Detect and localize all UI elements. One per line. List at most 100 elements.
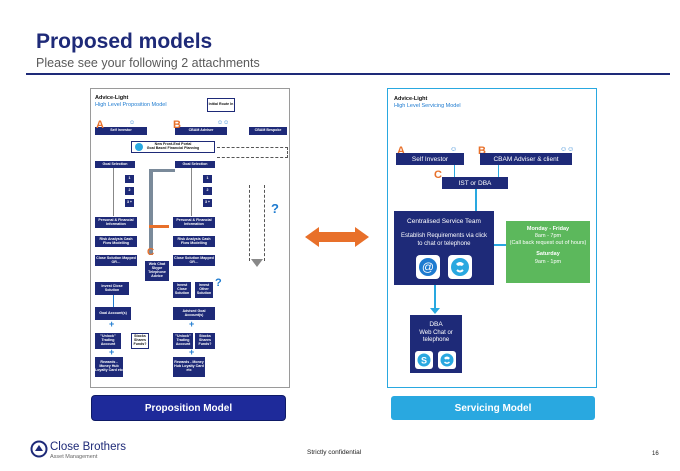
bespoke-dashed-arrow <box>249 185 265 261</box>
web-chat-advice-box: Web Chat Skype Telephone Advice <box>145 261 169 281</box>
proposition-subtitle: High Level Proposition Model <box>95 102 167 108</box>
dba-description: Web Chat or telephone <box>419 330 453 344</box>
goal-3-right: 3 + <box>203 199 212 207</box>
rewards-left: Rewards - Money Hub Loyalty Card etc <box>95 357 123 377</box>
portal-icon <box>135 143 143 151</box>
plus-sign: + <box>189 347 195 357</box>
opening-hours-box: Monday - Friday 8am - 7pm (Call back req… <box>506 221 590 283</box>
question-mark-2: ? <box>215 277 222 289</box>
goal-2-left: 2 <box>125 187 134 195</box>
person-icon: ☺ <box>450 146 458 153</box>
phone-icon <box>438 351 456 369</box>
advised-goal-accounts-box: Advised Goal Account(s) <box>173 307 215 320</box>
ist-dba-box: IST or DBA <box>442 177 508 189</box>
hours-weekday: Monday - Friday <box>526 226 570 232</box>
dba-box: DBA Web Chat or telephone S <box>410 315 462 373</box>
cross-flow-line <box>149 225 169 228</box>
letter-c-marker: C <box>434 169 442 181</box>
cbam-adviser-box: CBAM Adviser <box>175 127 227 135</box>
dashed-arrow-head <box>251 259 263 267</box>
hours-saturday: Saturday <box>536 251 560 258</box>
invest-other-box: Invest Other Solution <box>195 282 213 298</box>
letter-a-marker: A <box>397 145 405 157</box>
self-investor-box: Self Investor <box>95 127 147 135</box>
cross-flow-line <box>149 169 175 172</box>
skype-icon: S <box>415 351 433 369</box>
centralised-service-team-box: Centralised Service Team Establish Requi… <box>394 211 494 285</box>
letter-a-marker: A <box>96 119 104 131</box>
risk-analysis-left: Risk Analysis Cash Flow Modelling <box>95 236 137 247</box>
goal-2-right: 2 <box>203 187 212 195</box>
servicing-subtitle: High Level Servicing Model <box>394 103 461 109</box>
unlock-trading-left: "Unlock" Trading Account <box>95 333 121 349</box>
page-title: Proposed models <box>36 30 213 53</box>
cross-flow-line <box>149 169 153 255</box>
connector-line <box>454 165 455 177</box>
arrow-head <box>430 308 440 314</box>
plus-sign: + <box>109 319 115 329</box>
cbam-adviser-client-box: CBAM Adviser & client <box>480 153 572 165</box>
bespoke-dashed-route <box>217 147 288 158</box>
connector-line <box>191 168 192 216</box>
hours-note: (Call back request out of hours) <box>509 240 587 247</box>
proposition-model-button[interactable]: Proposition Model <box>92 396 285 420</box>
unlock-trading-right: "Unlock" Trading Account <box>173 333 193 349</box>
header-divider <box>26 73 670 75</box>
letter-b-marker: B <box>478 145 486 157</box>
close-brothers-logo-icon <box>30 440 48 458</box>
confidential-notice: Strictly confidential <box>307 449 362 456</box>
connector-line <box>113 168 114 216</box>
connector-line <box>113 295 114 307</box>
connector-line <box>434 285 436 309</box>
hours-weekday-time: 8am - 7pm <box>534 233 562 240</box>
servicing-title: Advice-Light <box>394 96 428 102</box>
hours-saturday-time: 9am - 1pm <box>534 258 562 265</box>
svg-text:@: @ <box>422 260 434 274</box>
plus-sign: + <box>189 319 195 329</box>
goal-3-left: 3 + <box>125 199 134 207</box>
proposition-title: Advice-Light <box>95 95 129 101</box>
phone-icon <box>448 255 472 279</box>
servicing-model-button[interactable]: Servicing Model <box>391 396 595 420</box>
close-solution-right: Close Solution Mapped OR… <box>173 255 215 266</box>
cbam-bespoke-box: CBAM Bespoke <box>249 127 287 135</box>
bidirectional-arrow-icon <box>305 227 369 247</box>
letter-b-marker: B <box>173 119 181 131</box>
goal-selection-right: Goal Selection <box>175 161 215 168</box>
proposition-model-panel[interactable]: Advice-Light High Level Proposition Mode… <box>90 88 290 388</box>
page-number: 16 <box>652 451 659 457</box>
brand-name: Close Brothers <box>50 441 127 453</box>
people-icon: ☺☺ <box>217 120 230 126</box>
rewards-right: Rewards - Money Hub Loyalty Card etc <box>173 357 205 377</box>
email-icon: @ <box>416 255 440 279</box>
invest-close-right: Invest Close Solution <box>173 282 191 298</box>
centralised-team-label: Centralised Service Team <box>407 218 481 225</box>
page-subtitle: Please see your following 2 attachments <box>36 56 260 70</box>
letter-c-marker: C <box>147 247 155 258</box>
goal-selection-left: Goal Selection <box>95 161 135 168</box>
goal-1-left: 1 <box>125 175 134 183</box>
question-mark-1: ? <box>271 201 279 216</box>
connector-line <box>498 165 499 177</box>
connector-line <box>475 189 477 211</box>
establish-requirements-text: Establish Requirements via click to chat… <box>400 233 488 247</box>
servicing-model-panel[interactable]: Advice-Light High Level Servicing Model … <box>387 88 597 388</box>
plus-sign: + <box>109 347 115 357</box>
stocks-funds-left: Stocks Shares Funds? <box>131 333 149 349</box>
personal-financial-left: Personal & Financial Information <box>95 217 137 228</box>
self-investor-box: Self Investor <box>396 153 464 165</box>
dba-label: DBA <box>429 321 443 328</box>
risk-analysis-right: Risk Analysis Cash Flow Modelling <box>173 236 215 247</box>
person-icon: ☺ <box>129 120 136 126</box>
close-solution-left: Close Solution Mapped OR… <box>95 255 137 266</box>
connector-line <box>494 244 506 246</box>
svg-text:S: S <box>421 356 427 366</box>
front-end-portal-box: New Front-End Portal Goal Based Financia… <box>131 141 215 153</box>
goal-accounts-box: Goal Account(s) <box>95 307 131 320</box>
goal-1-right: 1 <box>203 175 212 183</box>
brand-subtitle: Asset Management <box>50 454 98 460</box>
initial-route-box: Initial Route In <box>207 98 235 112</box>
invest-close-left: Invest Close Solution <box>95 282 129 295</box>
stocks-funds-right: Stocks Shares Funds? <box>195 333 215 349</box>
personal-financial-right: Personal & Financial Information <box>173 217 215 228</box>
